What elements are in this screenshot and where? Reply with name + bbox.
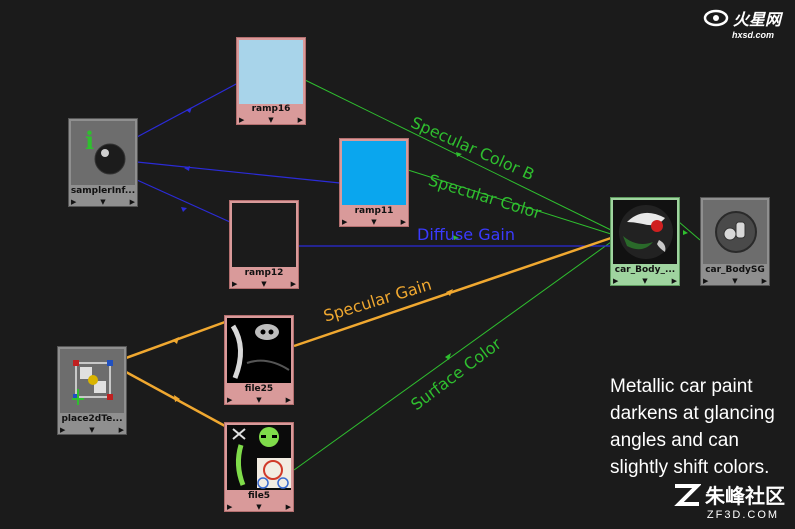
output-arrow-icon[interactable]: ▶ (118, 426, 124, 434)
sampler-info-icon: i (71, 121, 135, 185)
node-ramp11[interactable]: ramp11 ▶ ▼ ▶ (339, 138, 409, 227)
node-bar: ▶ ▼ ▶ (69, 197, 137, 207)
node-ramp16[interactable]: ramp16 ▶ ▼ ▶ (236, 37, 306, 125)
annotation-note: Metallic car paint darkens at glancing a… (610, 373, 775, 481)
input-arrow-icon[interactable]: ▶ (227, 396, 233, 404)
node-label: place2dTe... (61, 414, 123, 424)
wire-file25-carbody[interactable] (293, 236, 612, 348)
expand-arrow-icon[interactable]: ▼ (371, 218, 377, 226)
watermark-zf3d: 朱峰社区 ZF3D.COM (671, 480, 785, 521)
ramp16-swatch (239, 40, 303, 104)
node-label: ramp11 (354, 206, 394, 216)
node-bar: ▶ ▼ ▶ (58, 425, 126, 435)
node-label: file5 (247, 491, 271, 501)
node-bar: ▶ ▼ ▶ (225, 395, 293, 405)
node-place2d-texture[interactable]: place2dTe... ▶ ▼ ▶ (57, 346, 127, 435)
node-bar: ▶ ▼ ▶ (237, 115, 305, 125)
watermark-domain: ZF3D.COM (706, 509, 780, 521)
wire-sampler-ramp12[interactable] (136, 179, 231, 223)
input-arrow-icon[interactable]: ▶ (342, 218, 348, 226)
watermark-domain: hxsd.com (731, 30, 774, 40)
car-body-shader-swatch (613, 200, 677, 264)
node-label: car_BodySG (705, 265, 765, 275)
expand-arrow-icon[interactable]: ▼ (732, 277, 738, 285)
input-arrow-icon[interactable]: ▶ (227, 503, 233, 511)
zf3d-logo-icon (674, 483, 701, 506)
expand-arrow-icon[interactable]: ▼ (268, 116, 274, 124)
wire-label-diffuse-gain: Diffuse Gain (417, 225, 515, 244)
watermark-brand: 朱峰社区 (705, 486, 785, 508)
expand-arrow-icon[interactable]: ▼ (261, 280, 267, 288)
expand-arrow-icon[interactable]: ▼ (256, 396, 262, 404)
node-file25[interactable]: file25 ▶ ▼ ▶ (224, 315, 294, 405)
note-line: Metallic car paint (610, 376, 753, 397)
node-label: ramp12 (244, 268, 284, 278)
node-sampler-info[interactable]: i samplerInf... ▶ ▼ ▶ (68, 118, 138, 207)
place2d-texture-icon (60, 349, 124, 413)
node-car-body-sg[interactable]: car_BodySG ▶ ▼ ▶ (700, 197, 770, 286)
node-file5[interactable]: file5 ▶ ▼ ▶ (224, 422, 294, 512)
output-arrow-icon[interactable]: ▶ (297, 116, 303, 124)
input-arrow-icon[interactable]: ▶ (239, 116, 245, 124)
output-arrow-icon[interactable]: ▶ (761, 277, 767, 285)
output-arrow-icon[interactable]: ▶ (400, 218, 406, 226)
expand-arrow-icon[interactable]: ▼ (256, 503, 262, 511)
node-bar: ▶ ▼ ▶ (701, 276, 769, 286)
node-bar: ▶ ▼ ▶ (340, 217, 408, 227)
output-arrow-icon[interactable]: ▶ (671, 277, 677, 285)
node-label: samplerInf... (70, 186, 136, 196)
expand-arrow-icon[interactable]: ▼ (642, 277, 648, 285)
svg-text:i: i (85, 126, 94, 155)
watermark-brand: 火星网 (732, 12, 781, 29)
node-bar: ▶ ▼ ▶ (225, 502, 293, 512)
node-bar: ▶ ▼ ▶ (611, 276, 679, 286)
expand-arrow-icon[interactable]: ▼ (89, 426, 95, 434)
input-arrow-icon[interactable]: ▶ (71, 198, 77, 206)
node-label: car_Body_... (614, 265, 676, 275)
hxsd-logo-icon (703, 9, 729, 27)
output-arrow-icon[interactable]: ▶ (290, 280, 296, 288)
wire-carbody-sg[interactable] (678, 221, 701, 241)
ramp12-swatch (232, 203, 296, 267)
node-ramp12[interactable]: ramp12 ▶ ▼ ▶ (229, 200, 299, 289)
node-label: ramp16 (251, 104, 291, 114)
note-line: slightly shift colors. (610, 457, 770, 478)
input-arrow-icon[interactable]: ▶ (232, 280, 238, 288)
watermark-hxsd: 火星网 hxsd.com (703, 6, 781, 40)
input-arrow-icon[interactable]: ▶ (703, 277, 709, 285)
file25-texture-thumbnail (227, 318, 291, 383)
node-car-body-shader[interactable]: car_Body_... ▶ ▼ ▶ (610, 197, 680, 286)
node-bar: ▶ ▼ ▶ (230, 279, 298, 289)
output-arrow-icon[interactable]: ▶ (129, 198, 135, 206)
expand-arrow-icon[interactable]: ▼ (100, 198, 106, 206)
shading-group-icon (703, 200, 767, 264)
file5-texture-thumbnail (227, 425, 291, 490)
input-arrow-icon[interactable]: ▶ (60, 426, 66, 434)
input-arrow-icon[interactable]: ▶ (613, 277, 619, 285)
ramp11-swatch (342, 141, 406, 205)
output-arrow-icon[interactable]: ▶ (285, 396, 291, 404)
node-label: file25 (244, 384, 274, 394)
note-line: angles and can (610, 430, 739, 451)
wire-ramp11-carbody[interactable] (407, 169, 612, 235)
wire-sampler-ramp11[interactable] (136, 161, 341, 184)
output-arrow-icon[interactable]: ▶ (285, 503, 291, 511)
note-line: darkens at glancing (610, 403, 775, 424)
wire-file5-carbody[interactable] (293, 241, 612, 471)
